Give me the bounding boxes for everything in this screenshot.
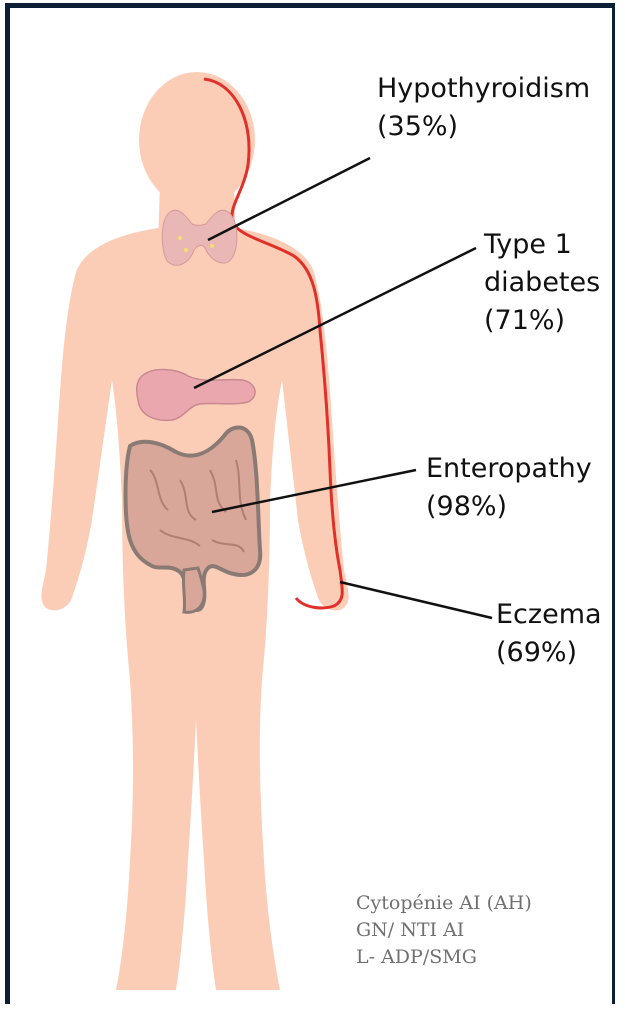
note-line: GN/ NTI AI — [356, 917, 532, 944]
label-hypothyroidism-pct: (35%) — [377, 108, 590, 146]
label-enteropathy-name: Enteropathy — [426, 450, 592, 488]
label-type1-diabetes-line1: Type 1 — [484, 226, 600, 264]
label-enteropathy: Enteropathy (98%) — [426, 450, 592, 526]
label-eczema: Eczema (69%) — [496, 596, 602, 672]
label-type1-diabetes-pct: (71%) — [484, 302, 600, 340]
note-line: Cytopénie AI (AH) — [356, 890, 532, 917]
label-enteropathy-pct: (98%) — [426, 488, 592, 526]
notes-block: Cytopénie AI (AH) GN/ NTI AI L- ADP/SMG — [356, 890, 532, 971]
label-hypothyroidism: Hypothyroidism (35%) — [377, 70, 590, 146]
label-hypothyroidism-name: Hypothyroidism — [377, 70, 590, 108]
label-eczema-name: Eczema — [496, 596, 602, 634]
callout-line-eczema — [340, 582, 492, 618]
label-type1-diabetes-line2: diabetes — [484, 264, 600, 302]
label-type1-diabetes: Type 1 diabetes (71%) — [484, 226, 600, 340]
note-line: L- ADP/SMG — [356, 944, 532, 971]
label-eczema-pct: (69%) — [496, 634, 602, 672]
